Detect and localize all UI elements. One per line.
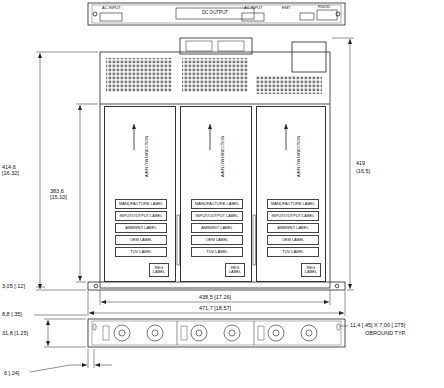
label-box: REG LABEL <box>225 263 245 277</box>
label-box: OEM LABEL <box>267 235 319 245</box>
label-box: REG LABEL <box>149 263 169 277</box>
label-text: OEM LABEL <box>130 238 153 242</box>
dimension-label: 438,5 [17.26] <box>199 294 231 300</box>
label-text: MANUFACTURE LABEL <box>195 202 239 206</box>
dimension-label: RS232 <box>318 5 330 9</box>
label-box: OEM LABEL <box>115 235 167 245</box>
label-box: REG LABEL <box>301 263 321 277</box>
label-text: AMBIENT LABEL <box>277 226 308 230</box>
dimension-label: 8,8 [.35] <box>2 311 22 317</box>
label-box: AMBIENT LABEL <box>115 223 167 233</box>
power-module: AIRFLOW DIRECTION MANUFACTURE LABEL INPUT/… <box>104 106 176 282</box>
dimension-label: EMT <box>282 6 290 10</box>
label-box: INPUT/OUTPUT LABEL <box>115 211 167 221</box>
label-text: INPUT/OUTPUT LABEL <box>195 214 238 218</box>
label-text: REG LABEL <box>150 266 168 274</box>
label-text: INPUT/OUTPUT LABEL <box>271 214 314 218</box>
label-text: TUV LABEL <box>282 250 304 254</box>
dimension-label: 11,4 [.45] X 7,00 [.275] <box>350 322 405 328</box>
airflow-text: AIRFLOW DIRECTION <box>297 136 301 177</box>
label-text: OEM LABEL <box>282 238 305 242</box>
dimension-label: 6 [.24] <box>4 370 19 376</box>
dimension-label: 471,7 [18.57] <box>199 305 231 311</box>
label-box: INPUT/OUTPUT LABEL <box>191 211 243 221</box>
dimension-label: OBROUND TYP. <box>365 330 406 336</box>
label-text: MANUFACTURE LABEL <box>271 202 315 206</box>
label-box: OEM LABEL <box>191 235 243 245</box>
label-text: AMBIENT LABEL <box>125 226 156 230</box>
dimension-label: 414,6 [16.32] <box>2 164 30 176</box>
label-text: OEM LABEL <box>206 238 229 242</box>
dimension-label: 419 <box>356 160 365 166</box>
label-text: REG LABEL <box>302 266 320 274</box>
label-box: MANUFACTURE LABEL <box>267 199 319 209</box>
dimension-label: AC INPUT <box>244 6 263 10</box>
label-text: TUV LABEL <box>130 250 152 254</box>
label-box: AMBIENT LABEL <box>267 223 319 233</box>
label-text: INPUT/OUTPUT LABEL <box>119 214 162 218</box>
dimension-label: 31,8 [1.25] <box>2 330 28 336</box>
dimension-label: AC INPUT <box>102 6 121 10</box>
label-box: AMBIENT LABEL <box>191 223 243 233</box>
dimension-label: 3,05 [.12] <box>2 283 25 289</box>
label-text: MANUFACTURE LABEL <box>119 202 163 206</box>
label-text: REG LABEL <box>226 266 244 274</box>
label-box: MANUFACTURE LABEL <box>191 199 243 209</box>
dimension-label: DC OUTPUT <box>202 11 228 16</box>
label-box: MANUFACTURE LABEL <box>115 199 167 209</box>
dimension-label: (16.5) <box>356 168 370 174</box>
label-text: TUV LABEL <box>206 250 228 254</box>
label-box: TUV LABEL <box>115 247 167 257</box>
dimension-label: 383,6 [15.10] <box>50 188 76 200</box>
label-text: AMBIENT LABEL <box>201 226 232 230</box>
label-box: TUV LABEL <box>191 247 243 257</box>
label-box: INPUT/OUTPUT LABEL <box>267 211 319 221</box>
power-module: AIRFLOW DIRECTION MANUFACTURE LABEL INPUT/… <box>256 106 326 282</box>
label-box: TUV LABEL <box>267 247 319 257</box>
airflow-text: AIRFLOW DIRECTION <box>145 136 149 177</box>
power-module: AIRFLOW DIRECTION MANUFACTURE LABEL INPUT/… <box>180 106 252 282</box>
airflow-text: AIRFLOW DIRECTION <box>221 136 225 177</box>
